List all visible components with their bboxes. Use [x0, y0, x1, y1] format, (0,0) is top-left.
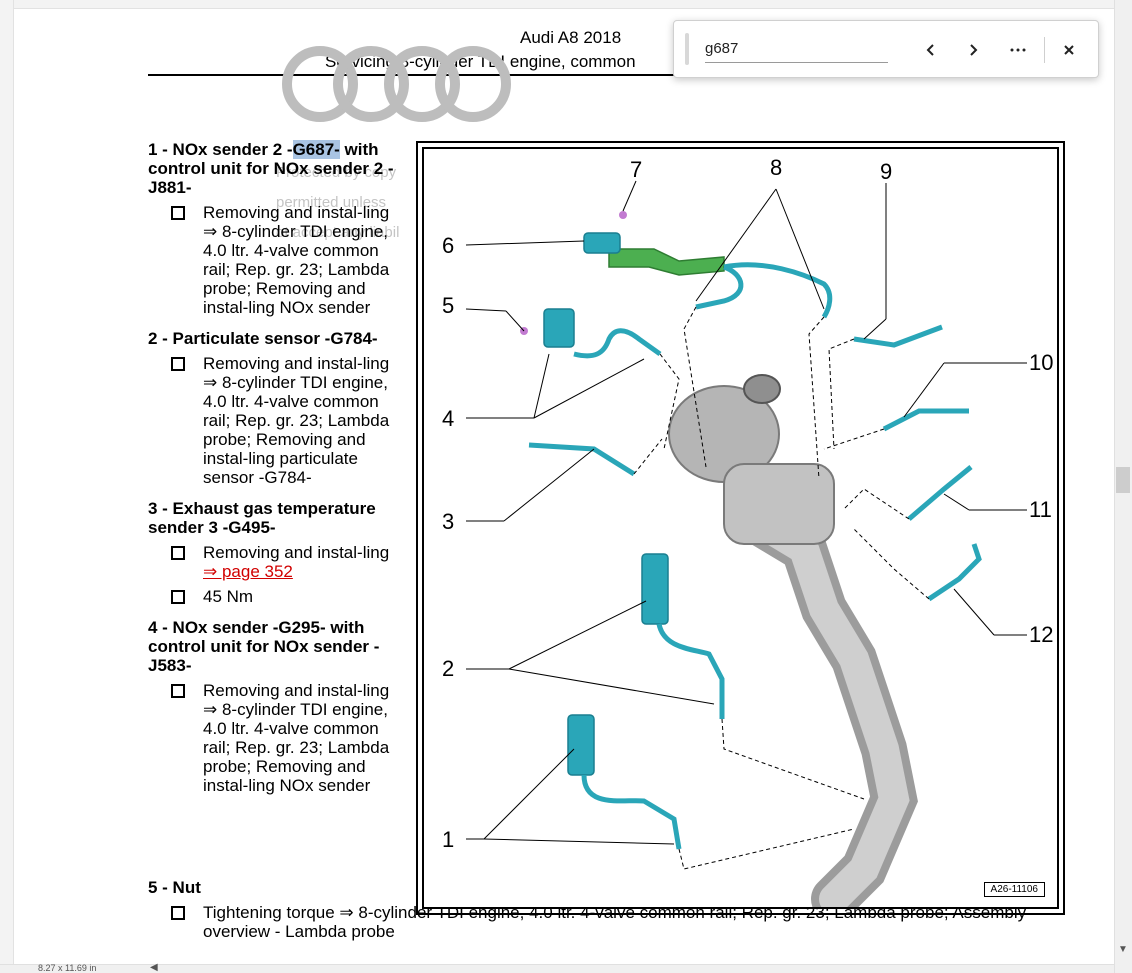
find-more-options-button[interactable]: [1004, 37, 1032, 63]
particulate-filter-housing: [723, 463, 835, 545]
harness-8b: [695, 264, 744, 310]
find-input[interactable]: [705, 35, 888, 63]
legend-item-4: 4 - NOx sender -G295- with control unit …: [148, 618, 403, 795]
legend-item-title: 3 - Exhaust gas temperature sender 3 -G4…: [148, 499, 376, 537]
legend-subitem: Removing and instal-ling ⇒ 8-cylinder TD…: [148, 203, 403, 317]
callout-7: 7: [630, 157, 643, 182]
legend-subitem: Removing and instal-ling ⇒ 8-cylinder TD…: [148, 681, 403, 795]
page-link[interactable]: ⇒ page 352: [203, 562, 293, 581]
viewer-top-edge: [0, 0, 1114, 9]
callout-9: 9: [880, 159, 893, 184]
figure-reference-code: A26-11106: [983, 882, 1045, 897]
legend-item-1: 1 - NOx sender 2 -G687- with control uni…: [148, 140, 403, 317]
callout-5: 5: [442, 293, 455, 318]
watermark-line-1: Protected by copy: [276, 164, 397, 181]
find-bar-accent: [685, 33, 689, 65]
find-next-button[interactable]: [960, 37, 988, 63]
sensor-9: [853, 324, 943, 348]
legend-item-3: 3 - Exhaust gas temperature sender 3 -G4…: [148, 499, 403, 606]
header-rule: [148, 74, 688, 76]
turbo-outlet: [743, 374, 781, 404]
scroll-left-arrow-icon[interactable]: ◀: [150, 962, 158, 973]
sensor-4: [573, 328, 662, 359]
sensor-bracket: [608, 248, 725, 276]
checkbox-icon: [171, 590, 185, 604]
sensor-12: [927, 543, 982, 602]
close-icon: [1064, 45, 1074, 55]
sensor-4-control-unit: [543, 308, 575, 348]
find-previous-button[interactable]: [916, 37, 944, 63]
legend-item-2: 2 - Particulate sensor -G784- Removing a…: [148, 329, 403, 487]
sensor-2-control-unit: [641, 553, 669, 625]
sensor-11: [907, 465, 973, 521]
callout-1: 1: [442, 827, 455, 852]
legend-subitem: Removing and instal-ling ⇒ 8-cylinder TD…: [148, 354, 403, 487]
callout-10: 10: [1029, 350, 1054, 375]
sensor-1: [581, 774, 682, 850]
fastener-7: [619, 211, 627, 219]
vertical-scrollbar-thumb[interactable]: [1116, 467, 1130, 493]
callout-3: 3: [442, 509, 455, 534]
checkbox-icon: [171, 546, 185, 560]
sensor-1-control-unit: [567, 714, 595, 776]
watermark-line-3: ot accept any liabil: [276, 224, 400, 241]
checkbox-icon: [171, 684, 185, 698]
sensor-2: [656, 623, 725, 719]
scroll-down-arrow-icon[interactable]: ▼: [1118, 944, 1128, 955]
checkbox-icon: [171, 357, 185, 371]
leader-lines: [465, 180, 1027, 845]
chevron-left-icon: [926, 44, 934, 56]
callout-6: 6: [442, 233, 455, 258]
legend-subitem: 45 Nm: [148, 587, 403, 606]
exploded-view-figure: 6 7 8 9 5 4 10 3 11 12 2 1 A26-11106: [416, 141, 1065, 915]
exhaust-diagram: [465, 180, 1027, 907]
dashed-connectors: [633, 306, 930, 870]
callout-11: 11: [1029, 497, 1052, 522]
parts-legend: 1 - NOx sender 2 -G687- with control uni…: [148, 140, 403, 807]
figure-canvas: 6 7 8 9 5 4 10 3 11 12 2 1 A26-11106: [422, 147, 1059, 909]
callout-2: 2: [442, 656, 455, 681]
more-icon: [1010, 48, 1026, 52]
legend-item-title: 4 - NOx sender -G295- with control unit …: [148, 618, 380, 675]
legend-item-title: 2 - Particulate sensor -G784-: [148, 329, 378, 348]
page-size-indicator: 8.27 x 11.69 in: [38, 963, 97, 973]
find-close-button[interactable]: [1055, 37, 1083, 63]
sensor-6: [583, 232, 621, 254]
page-header-title: Audi A8 2018: [520, 28, 622, 47]
brand-rings-logo: [282, 46, 511, 122]
legend-item-title: 1 - NOx sender 2 -G687- with control uni…: [148, 140, 394, 197]
find-bar: [673, 20, 1099, 78]
search-match-highlight: G687-: [292, 140, 340, 159]
legend-item-title: 5 - Nut: [148, 878, 201, 897]
viewer-left-gutter: [0, 0, 14, 973]
chevron-right-icon: [970, 44, 978, 56]
legend-subitem: Removing and instal-ling ⇒ page 352: [148, 543, 403, 581]
callout-8: 8: [770, 155, 783, 180]
watermark-line-2: permitted unless: [276, 194, 387, 211]
checkbox-icon: [171, 206, 185, 220]
exhaust-pipe-highlight: [739, 504, 910, 907]
sensor-10: [882, 408, 969, 432]
horizontal-scrollbar[interactable]: [0, 964, 1114, 973]
checkbox-icon: [171, 906, 185, 920]
callout-4: 4: [442, 406, 455, 431]
harness-8: [723, 262, 833, 319]
callout-12: 12: [1029, 622, 1054, 647]
find-bar-separator: [1044, 37, 1045, 63]
